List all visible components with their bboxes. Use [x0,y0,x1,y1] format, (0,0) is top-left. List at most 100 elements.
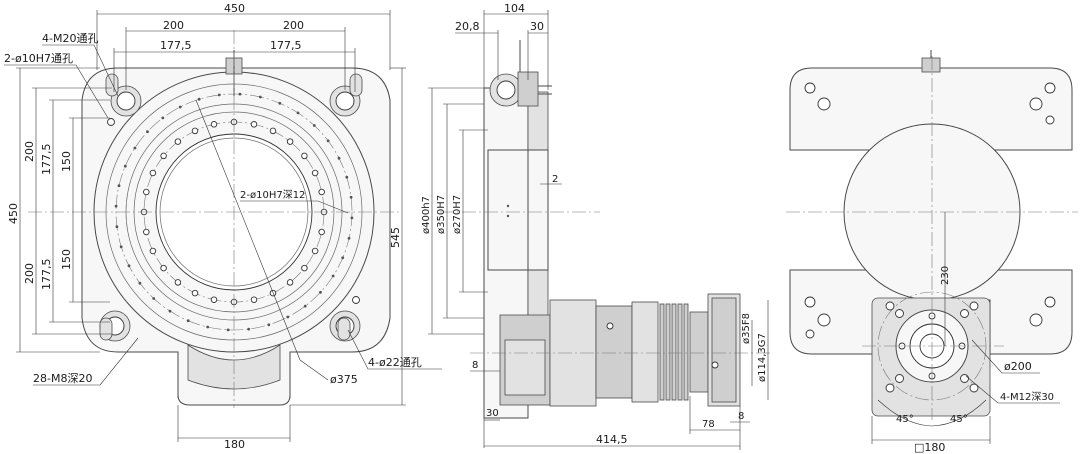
outer-dot [347,236,351,240]
outer-dot [127,264,131,268]
outer-dot [117,184,121,188]
rear-m12-holes [895,309,969,383]
m8-hole [269,127,277,135]
note-28-m8: 28-M8深20 [33,372,92,385]
outer-dot [115,225,119,229]
dim-rear-square-180: □180 [914,441,945,454]
m8-hole [311,247,319,255]
note-2-10h7-through: 2-ø10H7通孔 [4,52,73,65]
outer-dot [178,105,182,109]
m8-hole [210,296,218,303]
m8-hole [210,121,218,128]
outer-dot [326,139,330,143]
side-motor-flange [595,305,633,399]
outer-dot [296,111,300,115]
m8-hole [301,264,308,272]
note-4-m20: 4-M20通孔 [42,32,98,45]
m8-hole [250,296,258,303]
outer-dot [161,116,165,120]
outer-dot [168,309,172,313]
outer-dot [138,281,142,285]
side-center-bore [487,149,549,271]
dim-front-200-v-bottom: 200 [23,263,36,284]
outer-dot [319,290,322,294]
dim-front-450-top: 450 [224,2,245,15]
m8-hole [301,152,308,160]
dim-side-20-8: 20,8 [455,20,480,33]
m12-hole [895,309,904,318]
m8-hole [143,228,150,236]
outer-dot [133,146,137,150]
dim-front-200-right: 200 [283,19,304,32]
m12-hole [895,374,904,383]
dim-front-450-left: 450 [7,203,20,224]
note-2-10h7-depth: 2-ø10H7深12 [240,189,305,201]
outer-dot [247,327,251,331]
m8-hole [318,188,325,196]
angle-rear-left: 45° [896,414,914,425]
dim-front-545: 545 [389,227,402,248]
angle-rear-right: 45° [950,414,968,425]
front-base-block [177,352,291,398]
outer-dot [341,256,345,260]
m8-hole [311,169,319,177]
dim-front-150-v-bottom: 150 [60,249,73,270]
m8-hole [318,228,325,236]
rear-view: 230 ø200 4-M12深30 45° 45° □180 [786,50,1078,454]
outer-dot [350,216,354,220]
outer-dot [312,124,316,127]
dim-side-78: 78 [702,419,715,430]
note-rear-m12: 4-M12深30 [1000,391,1054,403]
m12-hole [960,309,969,318]
outer-dot [217,93,221,97]
dim-side-35f8: ø35F8 [741,313,752,344]
m8-hole [149,247,157,255]
dim-front-177-v-bottom: 177,5 [40,259,53,291]
m8-hole [160,264,167,272]
rear-corner-holes [804,82,1056,339]
front-diameter-leader [195,99,301,361]
m8-hole [286,138,294,145]
outer-dot [206,325,210,329]
m8-hole [160,152,167,160]
outer-dot [345,175,349,179]
m8-hole [143,188,150,196]
side-view: 104 20,8 30 2 ø400h7 ø350H7 ø270H7 8 30 … [421,2,770,450]
m8-hole [174,138,182,145]
outer-dot [152,297,156,300]
m8-hole [174,279,182,286]
front-corner-holes [99,73,363,342]
rear-top-sensor [921,57,941,73]
outer-dot [226,328,230,332]
outer-dot [258,95,262,99]
dim-front-177-left: 177,5 [160,39,192,52]
outer-dot [197,97,201,101]
dim-side-30-top: 30 [530,20,544,33]
front-view: 450 200 200 177,5 177,5 450 200 200 177,… [4,2,442,451]
outer-dot [278,101,282,105]
dim-side-30-bottom: 30 [486,408,499,419]
outer-dot [186,319,190,323]
outer-dot [119,245,123,249]
m8-hole [191,127,199,135]
side-motor-body [631,301,659,403]
dim-front-200-left: 200 [163,19,184,32]
dim-front-177-v-top: 177,5 [40,144,53,176]
note-375: ø375 [330,373,358,386]
note-4-22: 4-ø22通孔 [368,356,422,369]
dim-front-150-v-top: 150 [60,151,73,172]
outer-dot [286,315,290,319]
m8-hole [250,121,258,128]
dim-rear-230: 230 [940,266,951,285]
dim-side-400h7: ø400h7 [421,196,432,234]
dim-side-270h7: ø270H7 [452,195,463,234]
outer-dot [146,130,149,134]
front-outer-dots [114,92,354,332]
dim-side-414-5: 414,5 [596,433,628,446]
outer-dot [267,323,271,327]
motor-fin [665,303,671,401]
m8-hole [286,279,294,286]
rear-angle-arc-left [877,399,933,427]
outer-dot [114,204,118,208]
